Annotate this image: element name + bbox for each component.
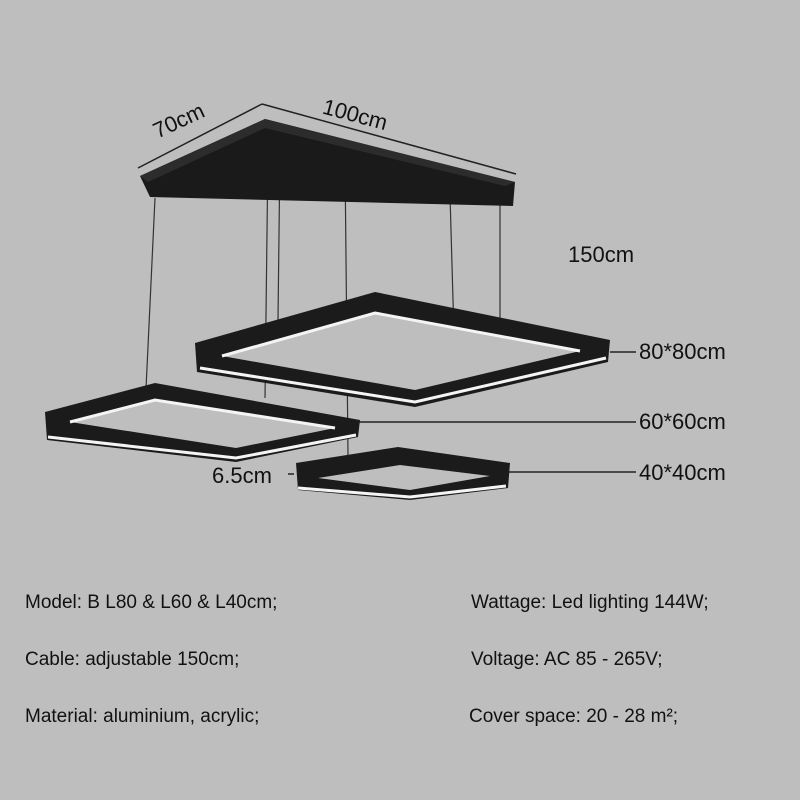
dimension-lines: [137, 103, 636, 475]
spec-voltage: Voltage: AC 85 - 265V;: [471, 649, 663, 670]
ring-height-label: 6.5cm: [212, 463, 272, 488]
canopy: [140, 119, 515, 206]
spec-model: Model: B L80 & L60 & L40cm;: [25, 592, 278, 613]
spec-wattage: Wattage: Led lighting 144W;: [471, 592, 709, 613]
spec-cover-space: Cover space: 20 - 28 m²;: [469, 706, 679, 727]
ring-large-label: 80*80cm: [639, 339, 726, 364]
ring-small-label: 40*40cm: [639, 460, 726, 485]
ring-40: [296, 447, 510, 500]
spec-cable: Cable: adjustable 150cm;: [25, 649, 240, 670]
ring-medium-label: 60*60cm: [639, 409, 726, 434]
ring-80: [195, 292, 610, 407]
ring-60: [45, 383, 360, 462]
spec-material: Material: aluminium, acrylic;: [25, 706, 260, 727]
cable-length-label: 150cm: [568, 242, 635, 267]
